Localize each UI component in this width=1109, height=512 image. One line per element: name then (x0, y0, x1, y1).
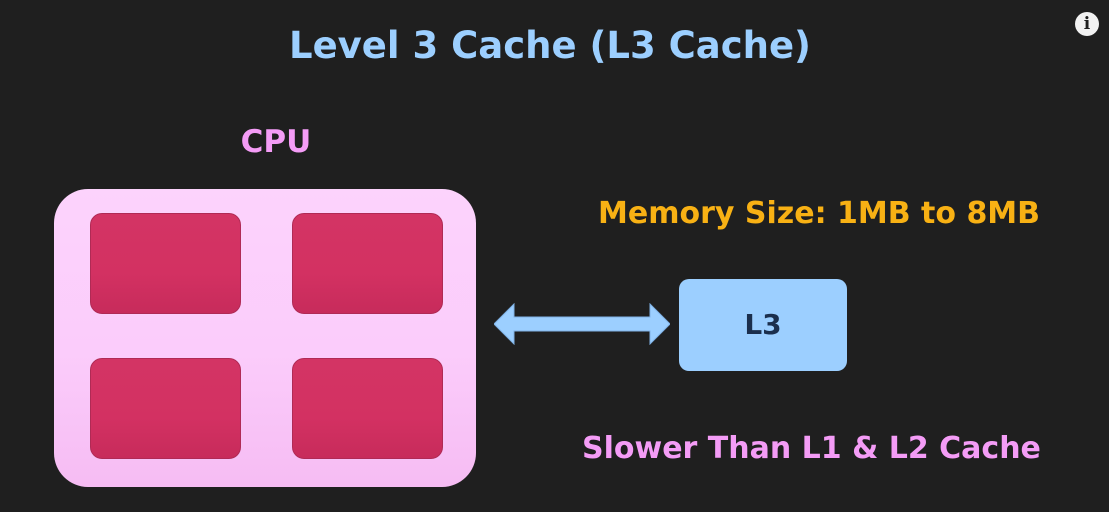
l3-cache-label: L3 (744, 308, 782, 341)
l3-cache-box: L3 (679, 279, 847, 371)
memory-size-label: Memory Size: 1MB to 8MB (598, 196, 1041, 231)
slide-title: Level 3 Cache (L3 Cache) (289, 24, 811, 67)
cpu-block (54, 189, 476, 487)
cpu-core-3 (90, 358, 241, 459)
cpu-core-2 (292, 213, 443, 314)
cpu-label: CPU (240, 124, 312, 160)
speed-note: Slower Than L1 & L2 Cache (582, 431, 1041, 466)
cpu-core-4 (292, 358, 443, 459)
double-arrow-icon (494, 303, 670, 345)
cpu-core-1 (90, 213, 241, 314)
info-icon[interactable]: i (1075, 12, 1099, 36)
